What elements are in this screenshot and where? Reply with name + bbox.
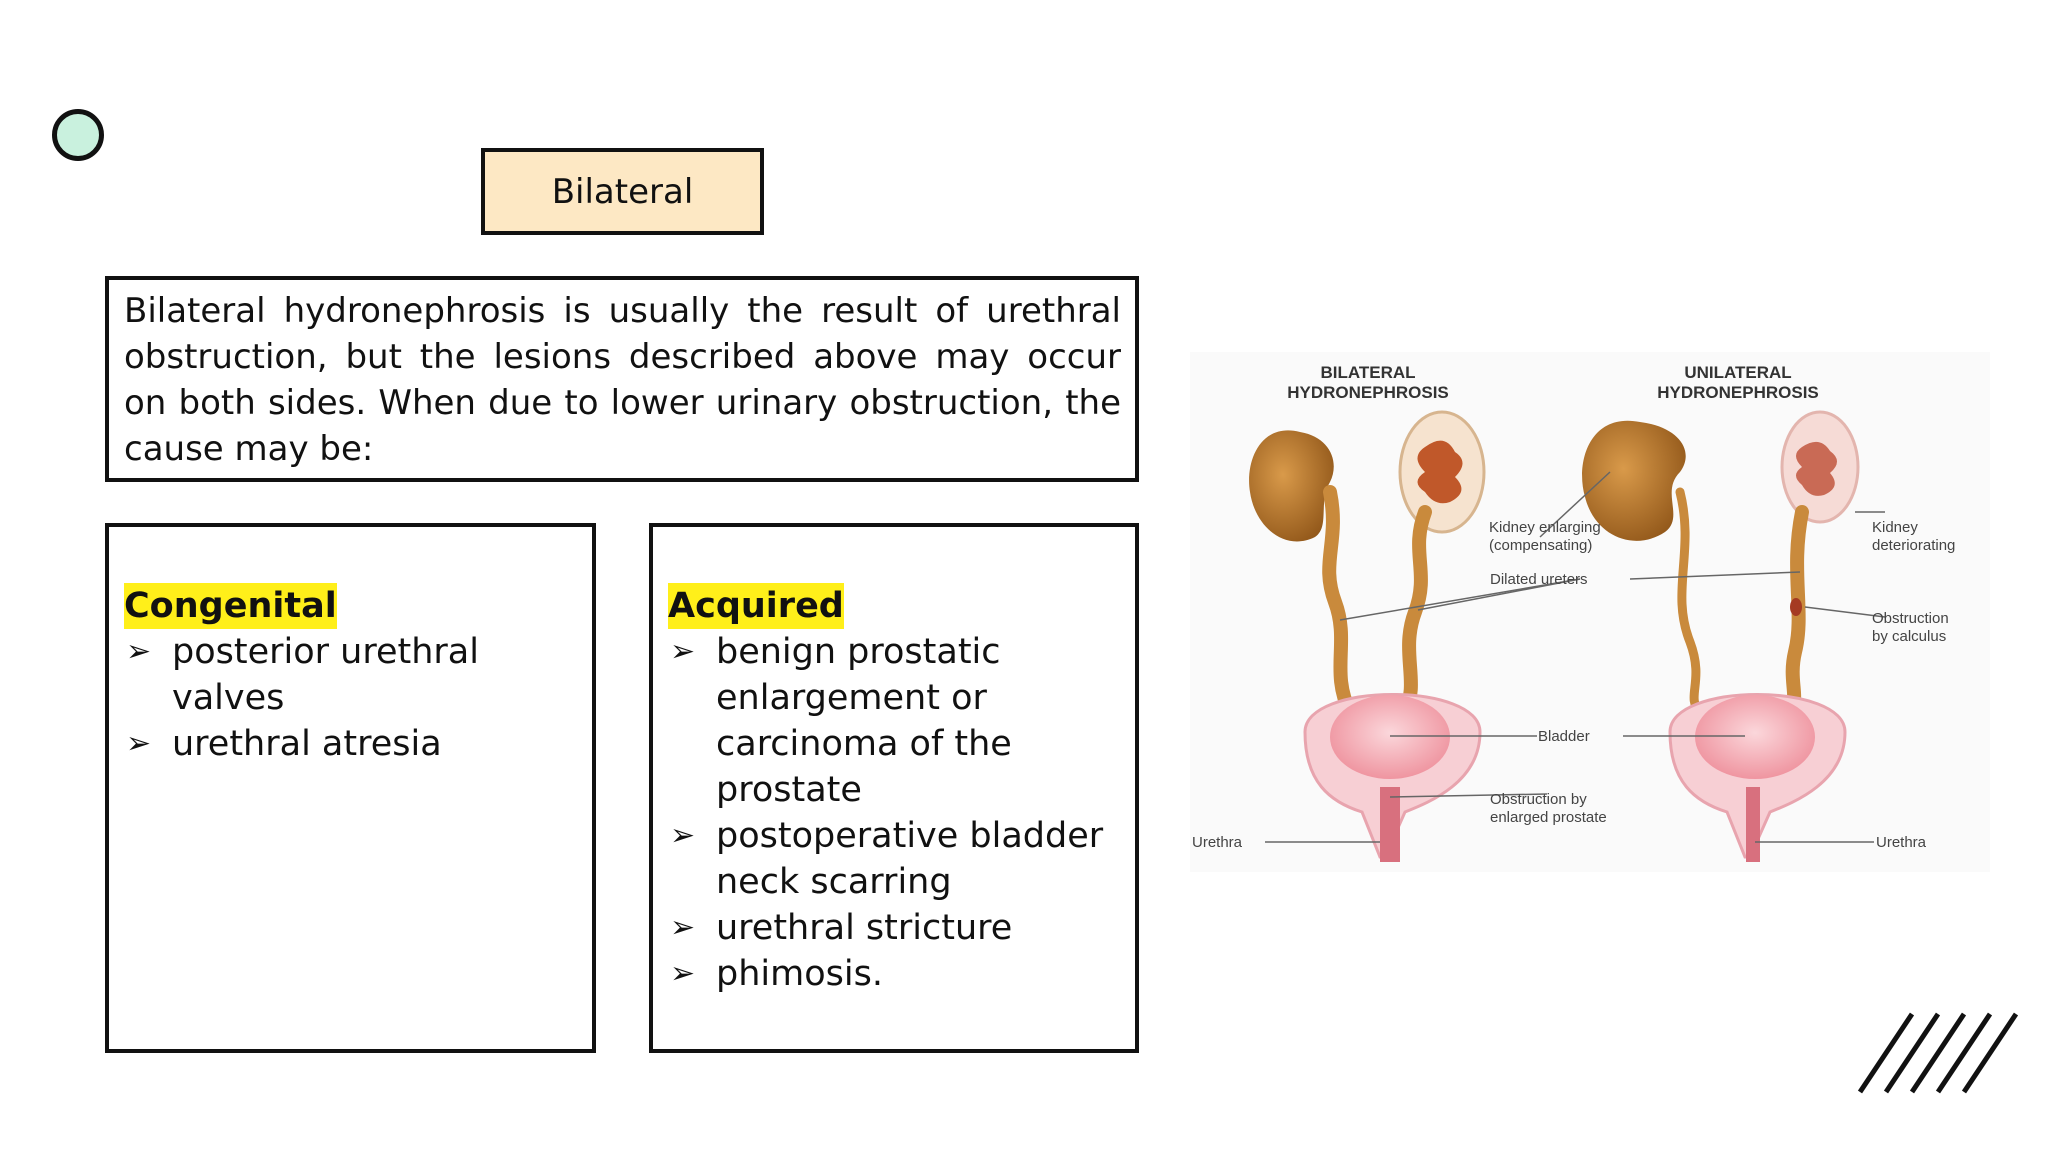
intro-text-box: Bilateral hydronephrosis is usually the … <box>105 276 1139 482</box>
deteriorating-kidney-pelvis <box>1796 441 1837 496</box>
bladder-lumen-right <box>1695 695 1815 779</box>
urethra-left <box>1380 787 1400 862</box>
decorative-circle <box>52 109 104 161</box>
label-bladder: Bladder <box>1538 728 1590 745</box>
label-kidney-deteriorating-1: Kidney <box>1872 519 1918 536</box>
acquired-box: Acquired ➢benign prostatic enlargement o… <box>649 523 1139 1053</box>
arrow-bullet-icon: ➢ <box>670 956 696 991</box>
label-obstruction-prostate-1: Obstruction by <box>1490 791 1587 808</box>
congenital-heading: Congenital <box>124 583 337 629</box>
normal-ureter <box>1675 487 1705 717</box>
right-ureter <box>1398 505 1432 719</box>
figure-heading-bilateral-2: HYDRONEPHROSIS <box>1287 383 1449 402</box>
label-obstruction-calculus-1: Obstruction <box>1872 610 1949 627</box>
slide-title: Bilateral <box>551 171 694 212</box>
slide-title-box: Bilateral <box>481 148 764 235</box>
list-item: ➢urethral stricture <box>668 905 1121 951</box>
unilateral-anatomy <box>1582 410 1860 862</box>
list-item: ➢urethral atresia <box>124 721 578 767</box>
list-item: ➢benign prostatic enlargement or carcino… <box>668 629 1121 813</box>
list-item: ➢posterior urethral valves <box>124 629 578 721</box>
arrow-bullet-icon: ➢ <box>126 726 152 761</box>
arrow-bullet-icon: ➢ <box>126 634 152 669</box>
urethra-right <box>1746 787 1760 862</box>
arrow-bullet-icon: ➢ <box>670 910 696 945</box>
congenital-list: ➢posterior urethral valves ➢urethral atr… <box>124 629 578 767</box>
label-obstruction-calculus-2: by calculus <box>1872 628 1946 645</box>
arrow-bullet-icon: ➢ <box>670 634 696 669</box>
figure-heading-bilateral-1: BILATERAL <box>1320 363 1415 382</box>
congenital-box: Congenital ➢posterior urethral valves ➢u… <box>105 523 596 1053</box>
left-ureter <box>1322 485 1357 719</box>
dilated-kidney-pelvis <box>1417 440 1463 504</box>
bilateral-anatomy <box>1249 410 1486 862</box>
intro-text: Bilateral hydronephrosis is usually the … <box>124 291 1121 469</box>
label-obstruction-prostate-2: enlarged prostate <box>1490 809 1607 826</box>
calculus <box>1790 598 1802 616</box>
figure-heading-unilateral-1: UNILATERAL <box>1684 363 1791 382</box>
label-dilated-ureters: Dilated ureters <box>1490 571 1588 588</box>
acquired-heading: Acquired <box>668 583 844 629</box>
hydronephrosis-illustration: BILATERAL HYDRONEPHROSIS UNILATERAL HYDR… <box>1190 352 1990 872</box>
left-kidney <box>1249 430 1334 542</box>
acquired-list: ➢benign prostatic enlargement or carcino… <box>668 629 1121 997</box>
label-urethra-left: Urethra <box>1192 834 1243 851</box>
enlarged-kidney <box>1582 420 1686 541</box>
label-kidney-enlarging-2: (compensating) <box>1489 537 1592 554</box>
dilated-ureter-right <box>1783 505 1809 719</box>
list-item: ➢phimosis. <box>668 951 1121 997</box>
label-kidney-enlarging-1: Kidney enlarging <box>1489 519 1601 536</box>
label-urethra-right: Urethra <box>1876 834 1927 851</box>
figure-heading-unilateral-2: HYDRONEPHROSIS <box>1657 383 1819 402</box>
list-item: ➢postoperative bladder neck scarring <box>668 813 1121 905</box>
arrow-bullet-icon: ➢ <box>670 818 696 853</box>
decorative-slashes <box>1857 1012 2019 1094</box>
label-kidney-deteriorating-2: deteriorating <box>1872 537 1955 554</box>
bladder-lumen-left <box>1330 695 1450 779</box>
